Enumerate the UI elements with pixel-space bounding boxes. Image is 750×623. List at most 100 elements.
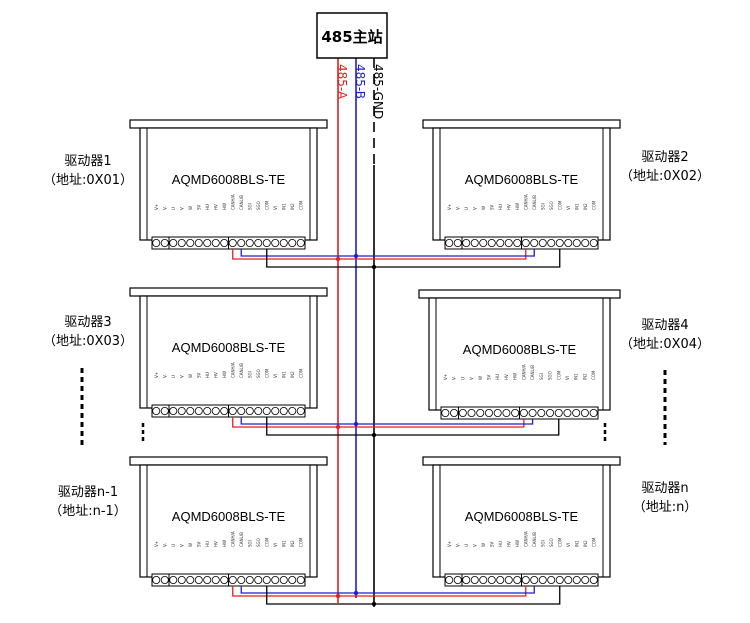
bus-b-label: 485-B [353, 64, 367, 99]
terminal-screw [581, 576, 590, 585]
terminal-screw [555, 576, 564, 585]
terminal-screw [152, 238, 161, 247]
terminal-screw [441, 408, 450, 417]
terminal-screw [186, 576, 195, 585]
pin-label: CANL/B [239, 363, 244, 378]
pin-label: COM [591, 370, 596, 380]
pin-label: COM [264, 368, 269, 378]
pin-label: IN1 [574, 373, 579, 380]
pin-label: COM [591, 537, 596, 547]
pin-label: HW [513, 373, 518, 380]
pin-label: HU [205, 372, 210, 378]
terminal-screw [245, 576, 254, 585]
terminal-screw [279, 576, 288, 585]
terminal-screw [279, 238, 288, 247]
pin-label: V- [162, 373, 167, 378]
pin-label: HU [205, 541, 210, 547]
terminal-screw [445, 238, 454, 247]
pin-label: V+ [443, 374, 448, 380]
pin-label: W [188, 374, 193, 378]
pin-label: COM [591, 200, 596, 210]
pin-label: U [171, 544, 176, 547]
terminal-screw [467, 408, 476, 417]
driver-address-label: （地址:n-1） [49, 504, 127, 519]
pin-label: IN2 [582, 373, 587, 380]
pin-label: HW [222, 203, 227, 210]
terminal-screw [220, 576, 229, 585]
pin-label: 5V [489, 541, 494, 547]
terminal-screw [572, 576, 581, 585]
terminal-screw [152, 576, 161, 585]
terminal-screw [203, 238, 212, 247]
wire-gnd [266, 249, 561, 268]
terminal-screw [194, 576, 203, 585]
pin-label: W [481, 543, 486, 547]
pin-label: COM [556, 370, 561, 380]
terminal-screw [160, 406, 169, 415]
wire-junction [371, 432, 377, 438]
terminal-screw [521, 238, 530, 247]
pin-label: V [179, 544, 184, 547]
terminal-screw [513, 576, 522, 585]
pin-label: SGI [540, 203, 545, 210]
pin-label: SGI [539, 373, 544, 380]
driver-top-flange [418, 289, 621, 299]
terminal-screw [470, 238, 479, 247]
pin-label: U [464, 207, 469, 210]
terminal-screw [470, 576, 479, 585]
wires-layer [232, 58, 561, 607]
terminal-screw [169, 406, 178, 415]
terminal-screw [572, 238, 581, 247]
pin-label: W [188, 206, 193, 210]
pin-label: CANL/B [532, 532, 537, 547]
terminal-screw [211, 238, 220, 247]
driver-top-flange [129, 287, 328, 297]
terminal-screw [254, 238, 263, 247]
terminal-screw [538, 576, 547, 585]
terminal-screw [538, 238, 547, 247]
terminal-screw [462, 238, 471, 247]
pin-label: V+ [154, 372, 159, 378]
terminal-screw [484, 408, 493, 417]
pin-label: COM [557, 200, 562, 210]
wire-junction [335, 424, 341, 430]
driver-name-label: 驱动器n-1 [58, 485, 118, 500]
pin-label: U [171, 207, 176, 210]
pin-label: SGO [548, 371, 553, 380]
driver-address-label: （地址:0X03） [43, 334, 133, 349]
wire-gnd [266, 417, 560, 436]
pin-label: CANH/A [521, 364, 526, 380]
pin-label: HU [495, 374, 500, 380]
pin-label: W [481, 206, 486, 210]
pin-label: HU [205, 204, 210, 210]
pin-label: HV [504, 374, 509, 380]
pin-label: HU [498, 541, 503, 547]
pin-label: CANH/A [230, 531, 235, 547]
pin-label: CANL/B [532, 195, 537, 210]
driver-body [139, 295, 318, 409]
pin-label: SGO [256, 201, 261, 210]
pin-label: V+ [447, 204, 452, 210]
pin-label: SGO [256, 369, 261, 378]
terminal-screw [220, 238, 229, 247]
pin-label: V- [455, 542, 460, 547]
pin-label: IN2 [583, 540, 588, 547]
terminal-screw [513, 238, 522, 247]
terminal-screw [279, 406, 288, 415]
pin-label: IN2 [290, 540, 295, 547]
wire-gnd [266, 586, 561, 605]
driver-address-label: （地址:n） [633, 500, 698, 515]
terminal-screw [228, 406, 237, 415]
wire-junction [353, 253, 359, 259]
pin-label: COM [298, 200, 303, 210]
terminal-screw [160, 238, 169, 247]
pin-label: CANH/A [230, 362, 235, 378]
pin-label: CANH/A [230, 194, 235, 210]
pin-label: IN2 [583, 203, 588, 210]
terminal-screw [152, 406, 161, 415]
pin-label: V- [162, 542, 167, 547]
pin-label: V [469, 377, 474, 380]
driver-top-flange [422, 456, 621, 466]
